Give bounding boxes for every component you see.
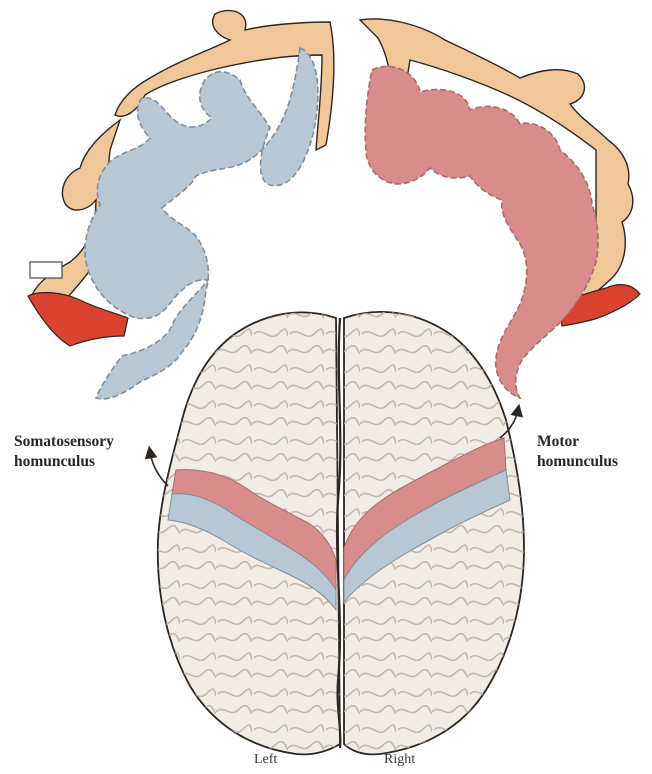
somatosensory-label-line-2: homunculus	[14, 452, 114, 472]
left-hemisphere-label: Left	[254, 752, 277, 768]
somatosensory-homunculus-label: Somatosensory homunculus	[14, 432, 114, 472]
sensory-teeth	[30, 262, 62, 278]
right-hemisphere-label: Right	[384, 752, 415, 768]
curved-arrow-icon	[150, 452, 168, 486]
motor-homunculus-label: Motor homunculus	[537, 432, 618, 472]
motor-label-line-1: Motor	[537, 432, 618, 452]
somatosensory-label-line-1: Somatosensory	[14, 432, 114, 452]
motor-label-line-2: homunculus	[537, 452, 618, 472]
